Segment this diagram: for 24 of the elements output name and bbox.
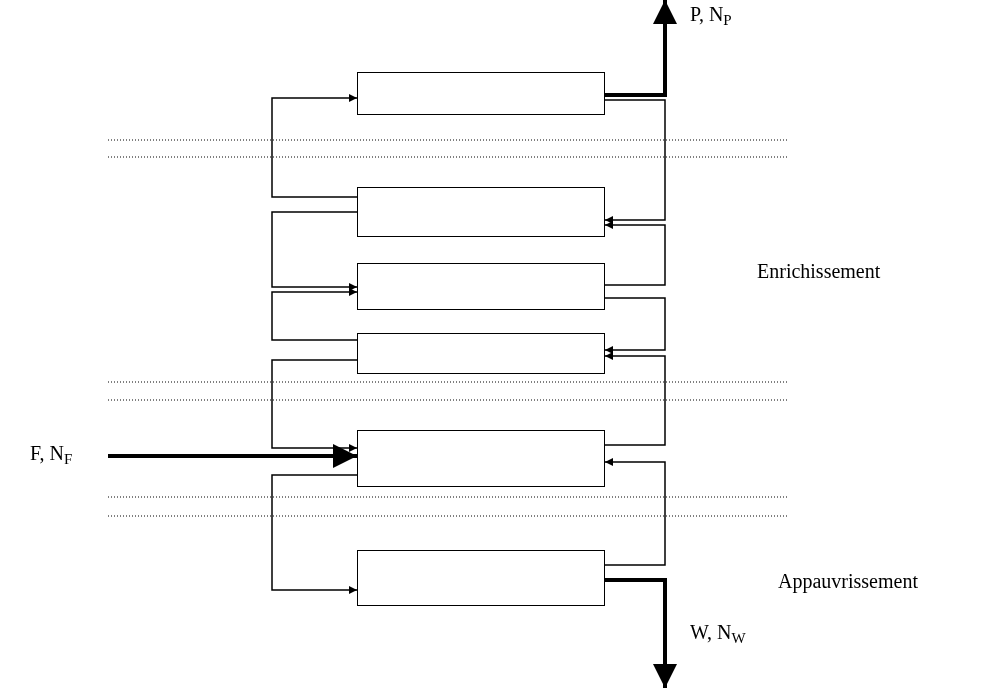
arrow [604,221,666,286]
centrifuge-box [357,430,605,487]
arrow [108,444,357,468]
centrifuge-box [357,263,605,310]
arrow [604,458,666,566]
centrifuge-box [357,333,605,374]
arrow [271,211,358,291]
stream-label: P, N$_{P}$ [650,0,780,30]
centrifuge-box [357,72,605,115]
arrow [604,297,666,354]
arrow [271,474,358,594]
stream-label: W, N$_{W}$ [650,618,780,688]
arrow [271,94,358,198]
arrow [604,352,666,446]
arrow [604,99,666,224]
arrow [605,578,677,688]
arrow [271,288,358,341]
arrow [271,359,358,452]
arrow [605,0,677,97]
section-label: Enrichissement [757,259,881,284]
centrifuge-box [357,187,605,237]
section-label: Appauvrissement [778,569,918,595]
centrifuge-box [357,550,605,606]
stream-label: F, N$_{F}$ [30,438,108,468]
